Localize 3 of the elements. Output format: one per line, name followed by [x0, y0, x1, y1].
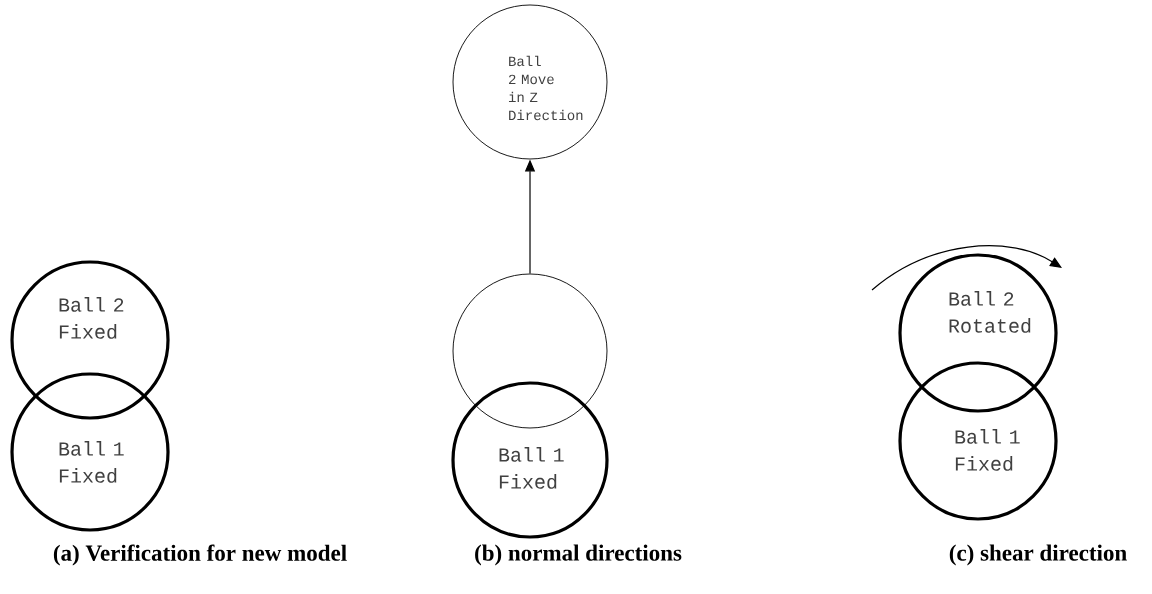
caption: (c) shear direction [949, 544, 1127, 566]
caption: (a) Verification for new model [53, 544, 347, 566]
ball-circle [452, 273, 608, 429]
